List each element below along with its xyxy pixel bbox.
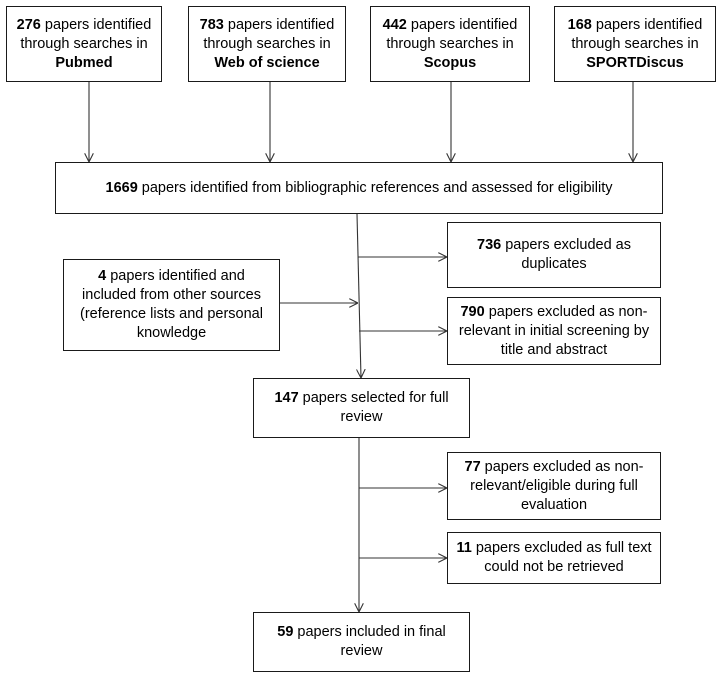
sportdiscus-source: SPORTDiscus bbox=[586, 54, 684, 71]
other-sources-box: 4 papers identified and included from ot… bbox=[63, 259, 280, 351]
screening-excluded-box: 790 papers excluded as non-relevant in i… bbox=[447, 297, 661, 365]
wos-count: 783 bbox=[199, 16, 224, 33]
final-count: 59 bbox=[277, 624, 294, 640]
screening-excluded-text: papers excluded as non-relevant in initi… bbox=[458, 303, 650, 358]
sportdiscus-search-box: 168 papers identified through searches i… bbox=[554, 6, 716, 82]
full-review-text: papers selected for full review bbox=[302, 390, 449, 425]
not-retrieved-count: 11 bbox=[456, 540, 472, 556]
duplicates-excluded-box: 736 papers excluded as duplicates bbox=[447, 222, 661, 288]
not-retrieved-excluded-box: 11 papers excluded as full text could no… bbox=[447, 532, 661, 584]
sportdiscus-count: 168 bbox=[567, 16, 592, 33]
wos-source: Web of science bbox=[214, 54, 320, 71]
pubmed-source: Pubmed bbox=[55, 54, 113, 71]
other-sources-text: papers identified and included from othe… bbox=[80, 268, 263, 341]
full-evaluation-excluded-text: papers excluded as non-relevant/eligible… bbox=[470, 458, 644, 513]
final-included-box: 59 papers included in final review bbox=[253, 612, 470, 672]
full-evaluation-excluded-box: 77 papers excluded as non-relevant/eligi… bbox=[447, 452, 661, 520]
sportdiscus-text: papers identified through searches in bbox=[571, 16, 703, 52]
pubmed-search-box: 276 papers identified through searches i… bbox=[6, 6, 162, 82]
scopus-source: Scopus bbox=[423, 54, 477, 71]
identified-records-box: 1669 papers identified from bibliographi… bbox=[55, 162, 663, 214]
scopus-count: 442 bbox=[382, 16, 407, 33]
full-review-count: 147 bbox=[274, 390, 299, 406]
not-retrieved-text: papers excluded as full text could not b… bbox=[475, 540, 652, 575]
web-of-science-search-box: 783 papers identified through searches i… bbox=[188, 6, 346, 82]
screening-excluded-count: 790 bbox=[460, 303, 485, 320]
wos-text: papers identified through searches in bbox=[203, 16, 335, 52]
full-evaluation-excluded-count: 77 bbox=[464, 458, 481, 475]
pubmed-count: 276 bbox=[16, 16, 41, 33]
identified-count: 1669 bbox=[105, 179, 138, 196]
duplicates-text: papers excluded as duplicates bbox=[505, 237, 631, 272]
scopus-search-box: 442 papers identified through searches i… bbox=[370, 6, 530, 82]
duplicates-count: 736 bbox=[477, 237, 502, 253]
arrow-identified-to-full-review bbox=[357, 213, 361, 378]
other-sources-count: 4 bbox=[98, 268, 107, 284]
final-text: papers included in final review bbox=[297, 624, 446, 659]
identified-text: papers identified from bibliographic ref… bbox=[141, 179, 613, 196]
pubmed-text: papers identified through searches in bbox=[20, 16, 152, 52]
full-review-box: 147 papers selected for full review bbox=[253, 378, 470, 438]
scopus-text: papers identified through searches in bbox=[386, 16, 518, 52]
